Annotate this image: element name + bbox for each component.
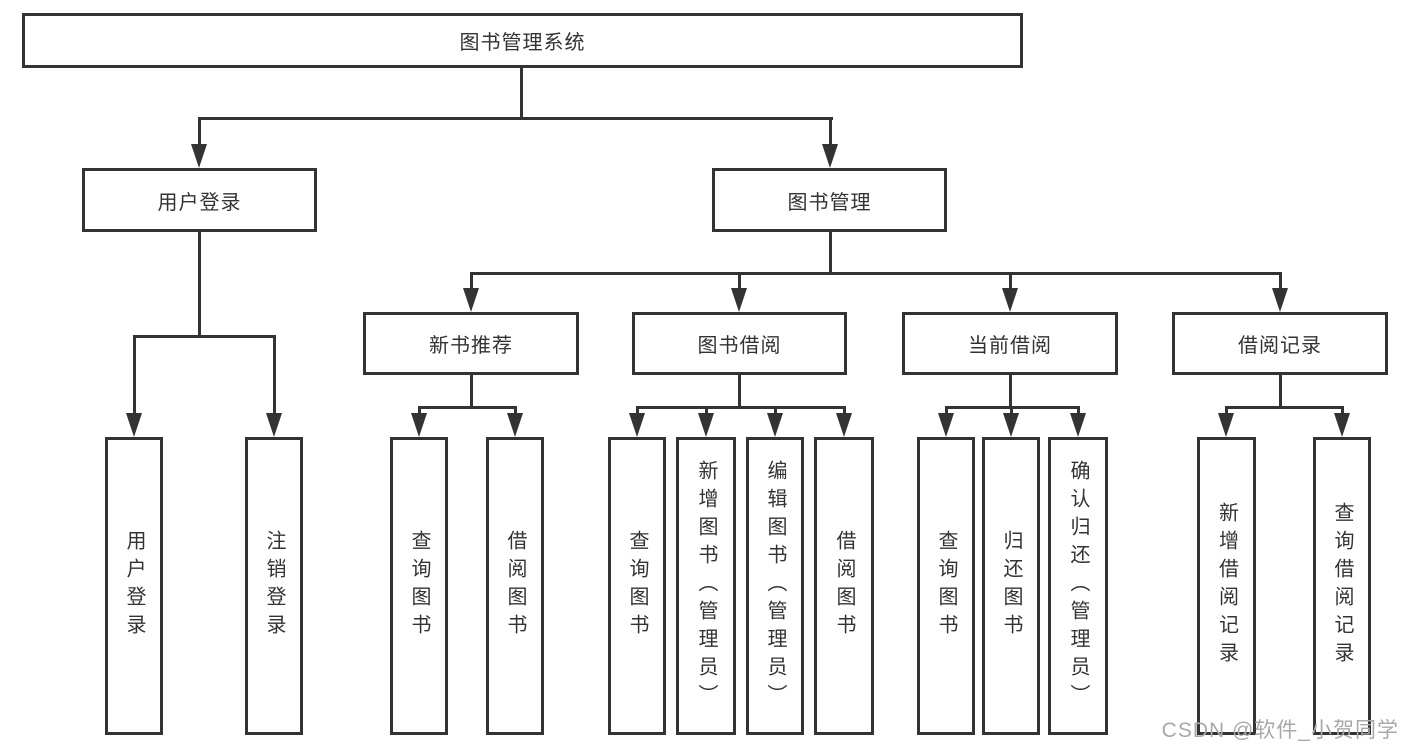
node-root-label: 图书管理系统 — [459, 32, 586, 54]
connector-line — [418, 406, 517, 409]
leaf-logout-label: 注销登录 — [263, 530, 285, 642]
leaf-br-add-record: 新增借阅记录 — [1197, 437, 1256, 735]
connector-line — [1077, 406, 1080, 415]
connector-line — [1010, 406, 1013, 415]
connector-line — [1225, 406, 1228, 415]
connector-line — [636, 406, 846, 409]
node-current-borrowing: 当前借阅 — [902, 312, 1118, 375]
leaf-bb-query-books-label: 查询图书 — [626, 530, 648, 642]
connector-line — [133, 335, 136, 415]
node-borrow-records: 借阅记录 — [1172, 312, 1388, 375]
leaf-cb-query-books-label: 查询图书 — [935, 530, 957, 642]
node-book-borrowing-label: 图书借阅 — [697, 335, 782, 357]
leaf-cb-query-books: 查询图书 — [917, 437, 975, 735]
connector-line — [945, 406, 948, 415]
csdn-watermark: CSDN @软件_小贺同学 — [1161, 719, 1399, 742]
arrow-down-icon — [507, 413, 523, 437]
leaf-cb-confirm-return-admin-label: 确认归还（管理员） — [1067, 460, 1089, 712]
connector-line — [738, 375, 741, 409]
arrow-down-icon — [126, 413, 142, 437]
leaf-rec-query-books-label: 查询图书 — [408, 530, 430, 642]
connector-line — [1279, 375, 1282, 409]
arrow-down-icon — [1334, 413, 1350, 437]
arrow-down-icon — [731, 288, 747, 312]
connector-line — [636, 406, 639, 415]
arrow-down-icon — [1003, 413, 1019, 437]
arrow-down-icon — [411, 413, 427, 437]
leaf-user-login-label: 用户登录 — [123, 530, 145, 642]
arrow-down-icon — [938, 413, 954, 437]
connector-line — [520, 68, 523, 120]
leaf-br-query-record-label: 查询借阅记录 — [1331, 502, 1353, 670]
leaf-cb-return-books-label: 归还图书 — [1000, 530, 1022, 642]
connector-line — [198, 232, 201, 338]
arrow-down-icon — [266, 413, 282, 437]
arrow-down-icon — [191, 144, 207, 168]
node-new-book-recommend-label: 新书推荐 — [429, 335, 513, 357]
connector-line — [470, 272, 473, 290]
connector-line — [1341, 406, 1344, 415]
node-user-login: 用户登录 — [82, 168, 317, 232]
connector-line — [738, 272, 741, 290]
connector-line — [198, 117, 201, 146]
leaf-bb-edit-books-admin-label: 编辑图书（管理员） — [764, 460, 786, 712]
node-book-management-label: 图书管理 — [787, 191, 872, 214]
arrow-down-icon — [1218, 413, 1234, 437]
leaf-rec-borrow-books: 借阅图书 — [486, 437, 544, 735]
arrow-down-icon — [836, 413, 852, 437]
connector-line — [470, 375, 473, 409]
connector-line — [1279, 272, 1282, 290]
connector-line — [514, 406, 517, 415]
leaf-bb-query-books: 查询图书 — [608, 437, 666, 735]
connector-line — [133, 335, 276, 338]
leaf-rec-borrow-books-label: 借阅图书 — [504, 530, 526, 642]
leaf-user-login: 用户登录 — [105, 437, 163, 735]
leaf-bb-edit-books-admin: 编辑图书（管理员） — [746, 437, 804, 735]
arrow-down-icon — [1070, 413, 1086, 437]
connector-line — [1009, 272, 1012, 290]
node-book-management: 图书管理 — [712, 168, 947, 232]
arrow-down-icon — [767, 413, 783, 437]
connector-line — [1225, 406, 1344, 409]
connector-line — [829, 117, 832, 146]
node-borrow-records-label: 借阅记录 — [1238, 335, 1322, 357]
node-current-borrowing-label: 当前借阅 — [968, 335, 1052, 357]
leaf-cb-confirm-return-admin: 确认归还（管理员） — [1048, 437, 1108, 735]
leaf-rec-query-books: 查询图书 — [390, 437, 448, 735]
connector-line — [273, 335, 276, 415]
arrow-down-icon — [822, 144, 838, 168]
connector-line — [774, 406, 777, 415]
connector-line — [418, 406, 421, 415]
connector-line — [1009, 375, 1012, 409]
node-book-borrowing: 图书借阅 — [632, 312, 847, 375]
leaf-bb-borrow-books-label: 借阅图书 — [833, 530, 855, 642]
arrow-down-icon — [1002, 288, 1018, 312]
connector-line — [843, 406, 846, 415]
arrow-down-icon — [698, 413, 714, 437]
node-root-system: 图书管理系统 — [22, 13, 1023, 68]
arrow-down-icon — [1272, 288, 1288, 312]
node-new-book-recommend: 新书推荐 — [363, 312, 579, 375]
leaf-bb-add-books-admin-label: 新增图书（管理员） — [695, 460, 717, 712]
leaf-logout: 注销登录 — [245, 437, 303, 735]
leaf-bb-add-books-admin: 新增图书（管理员） — [676, 437, 736, 735]
arrow-down-icon — [463, 288, 479, 312]
leaf-cb-return-books: 归还图书 — [982, 437, 1040, 735]
leaf-br-add-record-label: 新增借阅记录 — [1215, 502, 1238, 670]
connector-line — [705, 406, 708, 415]
connector-line — [198, 117, 833, 120]
node-user-login-label: 用户登录 — [157, 191, 242, 214]
arrow-down-icon — [629, 413, 645, 437]
leaf-br-query-record: 查询借阅记录 — [1313, 437, 1371, 735]
connector-line — [829, 232, 832, 275]
leaf-bb-borrow-books: 借阅图书 — [814, 437, 874, 735]
connector-line — [470, 272, 1282, 275]
